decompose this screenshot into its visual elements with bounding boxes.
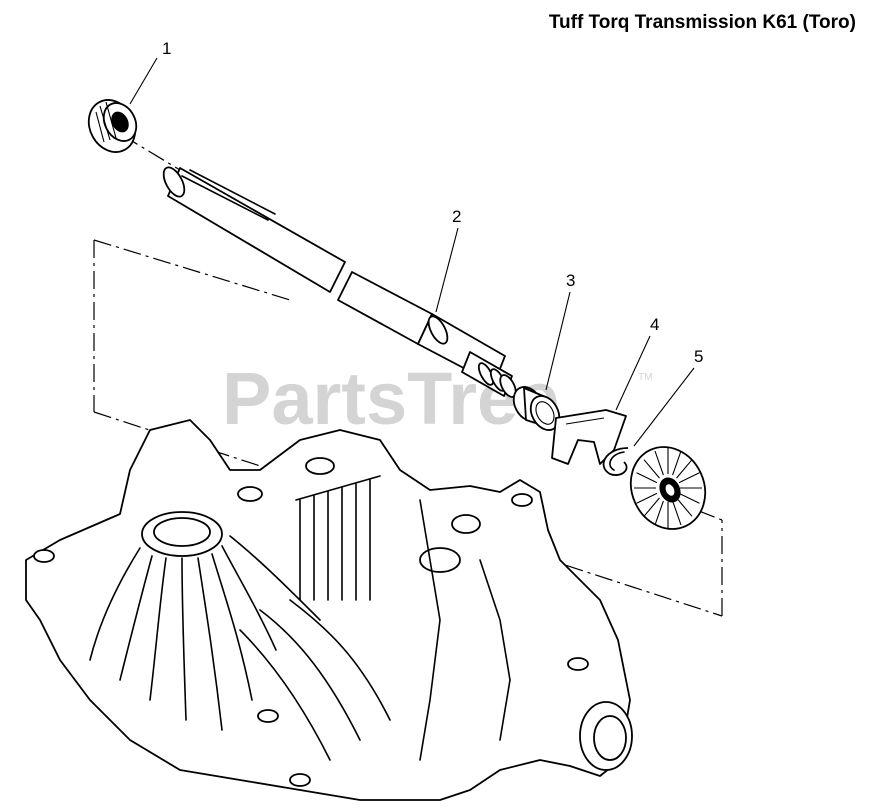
clip-icon[interactable]	[551, 409, 627, 465]
axle-port	[579, 701, 633, 771]
callout-label-5: 5	[694, 347, 703, 366]
cooling-fins	[295, 475, 381, 601]
gear-tooth	[643, 459, 660, 479]
callout-1: 1	[129, 39, 171, 105]
callout-label-3: 3	[566, 271, 575, 290]
callout-3: 3	[545, 271, 575, 391]
watermark-text: PartsTree	[222, 357, 559, 440]
gear-tooth	[676, 497, 693, 517]
shaft-icon[interactable]	[159, 164, 519, 399]
callout-label-1: 1	[162, 39, 171, 58]
diagram-title: Tuff Torq Transmission K61 (Toro)	[548, 12, 856, 33]
gear-tooth	[654, 450, 664, 476]
callout-label-2: 2	[452, 207, 461, 226]
watermark-trademark: TM	[638, 372, 652, 383]
gear-tooth	[672, 500, 682, 526]
callout-5: 5	[633, 347, 703, 447]
callout-label-4: 4	[650, 315, 659, 334]
gear-tooth	[672, 450, 682, 476]
bushing-icon[interactable]	[508, 382, 565, 435]
gear-tooth	[636, 472, 658, 484]
gear-tooth	[643, 497, 660, 517]
seal-icon[interactable]	[80, 92, 144, 160]
gear-tooth	[654, 500, 664, 526]
gear-tooth	[676, 459, 693, 479]
callout-2: 2	[435, 207, 461, 313]
bevel-gear-icon[interactable]	[618, 435, 719, 542]
gear-tooth	[678, 472, 700, 484]
gear-tooth	[636, 492, 658, 504]
retaining-ring-icon[interactable]	[602, 447, 629, 476]
callout-4: 4	[615, 315, 659, 411]
transmission-housing	[25, 419, 633, 801]
gear-tooth	[678, 492, 700, 504]
